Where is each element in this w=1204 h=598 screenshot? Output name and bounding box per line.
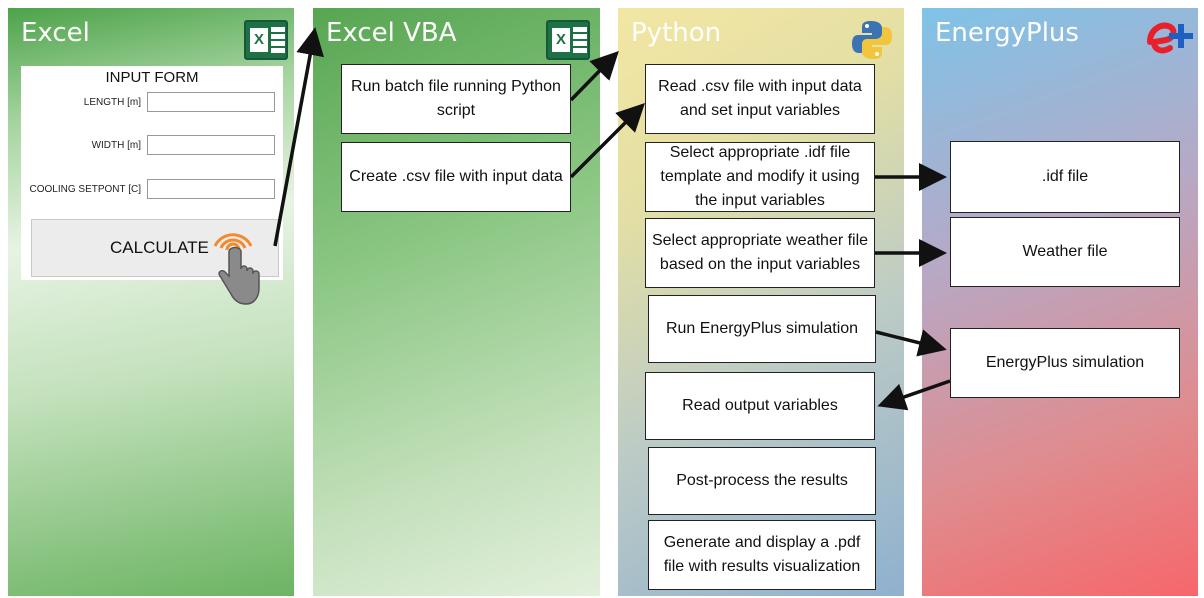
- energyplus-logo-icon: [1147, 22, 1193, 54]
- energyplus-panel-title: EnergyPlus: [935, 18, 1079, 48]
- python-step-run-energyplus: Run EnergyPlus simulation: [648, 295, 876, 363]
- width-label: WIDTH [m]: [91, 140, 141, 151]
- python-step-select-weather: Select appropriate weather file based on…: [645, 218, 875, 288]
- python-step-generate-pdf: Generate and display a .pdf file with re…: [648, 520, 876, 590]
- width-input[interactable]: [147, 135, 275, 155]
- length-label: LENGTH [m]: [83, 97, 141, 108]
- python-step-post-process: Post-process the results: [648, 447, 876, 515]
- energyplus-idf-file: .idf file: [950, 141, 1180, 213]
- python-step-read-output: Read output variables: [645, 372, 875, 440]
- python-panel-title: Python: [631, 18, 722, 48]
- length-input[interactable]: [147, 92, 275, 112]
- vba-step-create-csv: Create .csv file with input data: [341, 142, 571, 212]
- python-step-read-csv: Read .csv file with input data and set i…: [645, 64, 875, 134]
- vba-step-run-batch: Run batch file running Python script: [341, 64, 571, 134]
- form-title: INPUT FORM: [105, 69, 199, 86]
- energyplus-weather-file: Weather file: [950, 217, 1180, 287]
- arrow-batch-to-python: [569, 50, 619, 102]
- arrow-simulation-to-output: [877, 379, 951, 411]
- excel-panel-title: Excel: [21, 18, 90, 48]
- excel-icon: X: [244, 20, 288, 60]
- energyplus-panel: EnergyPlus: [922, 8, 1198, 596]
- energyplus-simulation: EnergyPlus simulation: [950, 328, 1180, 398]
- cooling-setpoint-input[interactable]: [147, 179, 275, 199]
- arrow-calculate-to-vba: [273, 27, 324, 247]
- excel-vba-panel-title: Excel VBA: [326, 18, 457, 48]
- arrow-run-to-simulation: [875, 329, 947, 357]
- hand-click-icon: [213, 233, 260, 305]
- python-step-select-idf: Select appropriate .idf file template an…: [645, 142, 875, 212]
- excel-icon: X: [546, 20, 590, 60]
- arrow-csv-to-read: [569, 103, 645, 179]
- python-logo-icon: [852, 21, 892, 59]
- calculate-label: CALCULATE: [110, 238, 209, 257]
- cooling-setpoint-label: COOLING SETPONT [C]: [29, 184, 142, 195]
